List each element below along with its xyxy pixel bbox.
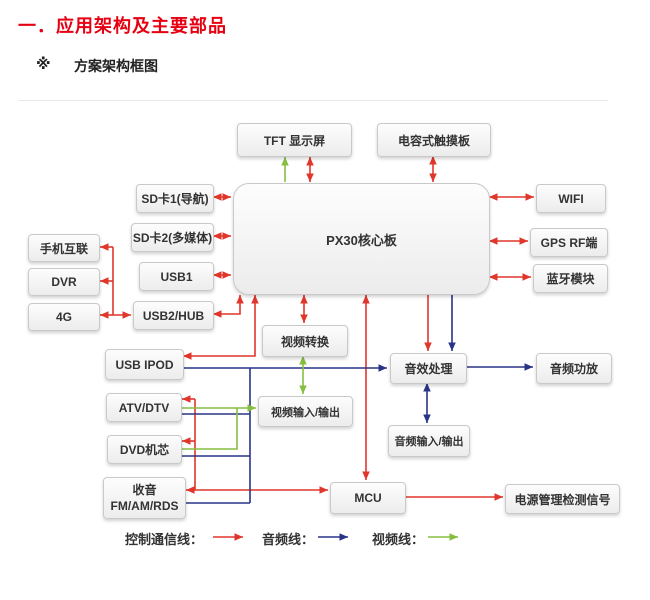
node-radio-tuner: 收音 FM/AM/RDS	[103, 477, 186, 519]
node-px30-core-board: PX30核心板	[233, 183, 490, 295]
node-4g: 4G	[28, 303, 100, 331]
legend-control-label: 控制通信线：	[125, 532, 204, 547]
node-video-io: 视频输入/输出	[258, 396, 353, 427]
legend-video-label: 视频线：	[372, 532, 425, 547]
node-dvr: DVR	[28, 268, 100, 296]
node-usb1: USB1	[139, 262, 214, 291]
audio-lines	[181, 295, 533, 541]
control-lines	[100, 156, 534, 541]
page-title: 一．应用架构及主要部品	[18, 16, 227, 36]
node-tft-display: TFT 显示屏	[237, 123, 352, 157]
node-sd-card1-nav: SD卡1(导航)	[136, 184, 214, 213]
node-phone-link: 手机互联	[28, 234, 100, 262]
subtitle: 方案架构框图	[74, 58, 158, 74]
node-mcu: MCU	[330, 482, 406, 514]
node-audio-effect-processor: 音效处理	[390, 353, 467, 384]
node-video-converter: 视频转换	[262, 325, 348, 357]
node-usb2-hub: USB2/HUB	[133, 301, 214, 330]
node-usb-ipod: USB IPOD	[105, 349, 184, 380]
node-bluetooth-module: 蓝牙模块	[533, 264, 608, 293]
node-audio-io: 音频输入/输出	[388, 425, 470, 457]
node-atv-dtv: ATV/DTV	[106, 393, 182, 422]
node-gps-rf: GPS RF端	[530, 228, 608, 257]
node-sd-card2-media: SD卡2(多媒体)	[131, 223, 214, 252]
node-radio-line2: FM/AM/RDS	[110, 499, 179, 513]
node-power-mgmt-signal: 电源管理检测信号	[505, 484, 620, 514]
divider	[18, 100, 608, 101]
video-lines	[181, 157, 458, 541]
node-capacitive-touch-panel: 电容式触摸板	[377, 123, 491, 157]
legend-audio-label: 音频线：	[262, 532, 315, 547]
node-dvd-mechanism: DVD机芯	[107, 435, 182, 464]
subtitle-marker: ※	[36, 56, 51, 73]
node-audio-amplifier: 音频功放	[536, 353, 612, 384]
node-wifi: WIFI	[536, 184, 606, 213]
node-radio-line1: 收音	[132, 482, 157, 497]
